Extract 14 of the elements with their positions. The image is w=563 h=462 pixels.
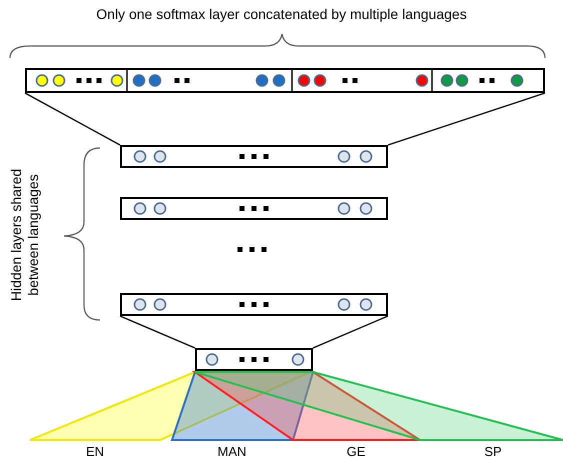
language-label: SP	[484, 444, 502, 459]
language-label: GE	[346, 444, 366, 459]
connector-line	[312, 315, 388, 349]
layer-bar	[120, 145, 388, 168]
caption-text: Only one softmax layer concatenated by multiple languages	[95, 6, 468, 22]
layer-bar	[195, 348, 313, 371]
layer-bar	[120, 197, 388, 220]
connector-line	[388, 92, 546, 146]
caption-text: Hidden layers shared between languages	[8, 168, 42, 304]
language-label: EN	[86, 444, 104, 459]
layer-bar	[120, 293, 388, 316]
connector-line	[24, 92, 120, 146]
language-label: MAN	[218, 444, 246, 459]
connector-line	[120, 315, 196, 349]
